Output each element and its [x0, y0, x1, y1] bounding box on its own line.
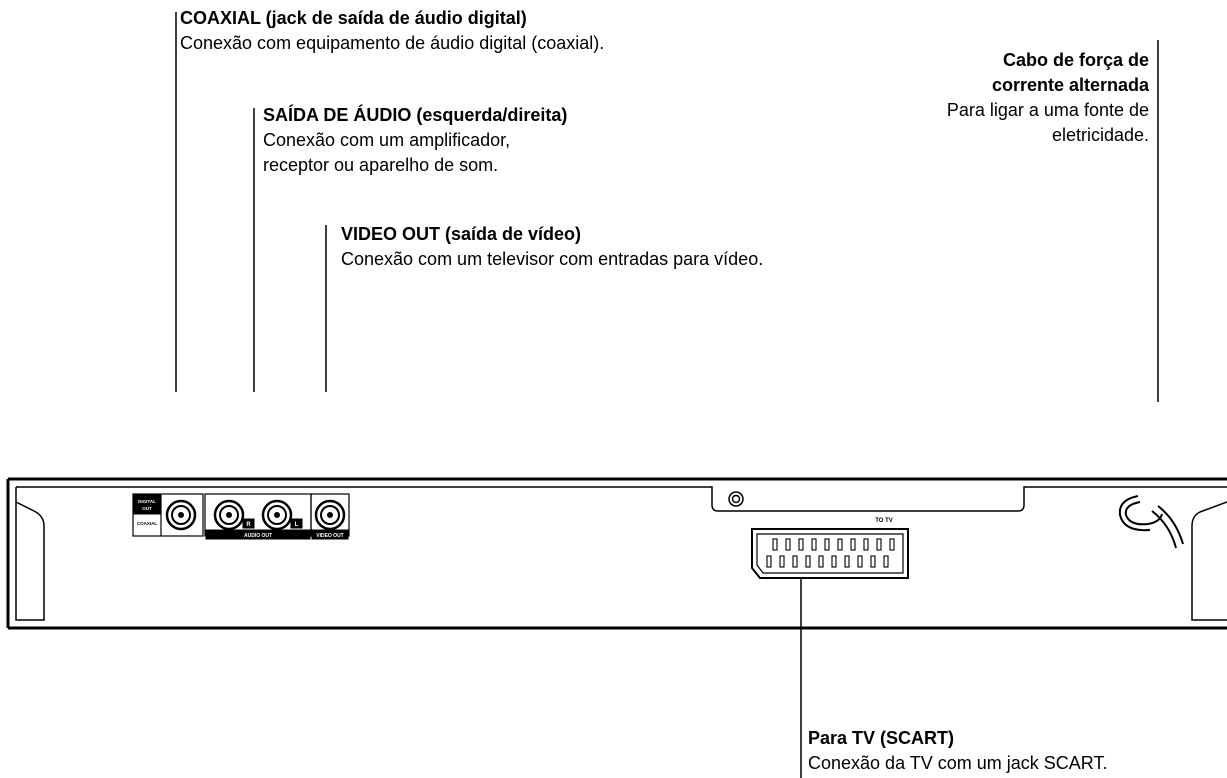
- coaxial-callout: COAXIAL (jack de saída de áudio digital)…: [180, 6, 604, 56]
- scart-pin: [837, 538, 843, 551]
- power-callout-title-2: corrente alternada: [991, 75, 1149, 95]
- r-badge: [242, 518, 255, 529]
- scart-pin: [844, 555, 850, 568]
- l-badge: [290, 518, 303, 529]
- scart-pin: [883, 555, 889, 568]
- coaxial-callout-title: COAXIAL (jack de saída de áudio digital): [180, 8, 527, 28]
- device-rear-panel: [6, 477, 1227, 630]
- scart-pin: [889, 538, 895, 551]
- scart-pin: [766, 555, 772, 568]
- video-out-callout: VIDEO OUT (saída de vídeo) Conexão com u…: [341, 222, 763, 272]
- coaxial-jack-icon: [165, 499, 197, 531]
- audio-l-jack-icon: [261, 499, 293, 531]
- scart-pin: [850, 538, 856, 551]
- coaxial-callout-text: Conexão com equipamento de áudio digital…: [180, 33, 605, 53]
- scart-pin: [818, 555, 824, 568]
- to-tv-panel-label: TO TV: [875, 518, 893, 524]
- audio-out-panel-label: AUDIO OUT: [244, 533, 272, 539]
- video-out-callout-title: VIDEO OUT (saída de vídeo): [341, 224, 582, 244]
- digital-out-label-2: OUT: [142, 506, 152, 511]
- scart-pin: [824, 538, 830, 551]
- audio-out-callout: SAÍDA DE ÁUDIO (esquerda/direita) Conexã…: [263, 103, 567, 178]
- audio-out-callout-line1: Conexão com um amplificador,: [263, 130, 511, 150]
- digital-out-label: DIGITAL: [138, 499, 156, 504]
- scart-pin: [798, 538, 804, 551]
- power-callout: Cabo de força de corrente alternada Para…: [947, 48, 1149, 148]
- scart-pin: [863, 538, 869, 551]
- power-cable-icon: [1118, 495, 1184, 549]
- digital-out-block: [132, 493, 204, 537]
- video-out-panel-label: VIDEO OUT: [316, 533, 344, 539]
- scart-pin: [831, 555, 837, 568]
- scart-callout-title: Para TV (SCART): [808, 728, 955, 748]
- scart-pin: [779, 555, 785, 568]
- scart-pin: [785, 538, 791, 551]
- scart-connector-icon: [751, 528, 909, 579]
- power-callout-line2: eletricidade.: [1051, 125, 1149, 145]
- scart-pin: [857, 555, 863, 568]
- r-label: R: [246, 522, 251, 528]
- video-out-callout-text: Conexão com um televisor com entradas pa…: [341, 249, 764, 269]
- video-out-jack-icon: [314, 499, 346, 531]
- scart-pin: [876, 538, 882, 551]
- scart-pin: [811, 538, 817, 551]
- coaxial-panel-label: COAXIAL: [137, 521, 158, 526]
- scart-callout-text: Conexão da TV com um jack SCART.: [808, 753, 1108, 773]
- audio-out-block: [204, 493, 312, 540]
- audio-out-callout-title: SAÍDA DE ÁUDIO (esquerda/direita): [263, 105, 568, 125]
- scart-pin: [870, 555, 876, 568]
- scart-pin: [805, 555, 811, 568]
- scart-callout: Para TV (SCART) Conexão da TV com um jac…: [808, 726, 1107, 776]
- audio-out-callout-line2: receptor ou aparelho de som.: [263, 155, 499, 175]
- scart-pin: [772, 538, 778, 551]
- l-label: L: [295, 522, 299, 528]
- audio-r-jack-icon: [213, 499, 245, 531]
- screw-icon: [728, 491, 744, 507]
- power-callout-title-1: Cabo de força de: [1002, 50, 1149, 70]
- scart-pin: [792, 555, 798, 568]
- power-callout-line1: Para ligar a uma fonte de: [946, 100, 1149, 120]
